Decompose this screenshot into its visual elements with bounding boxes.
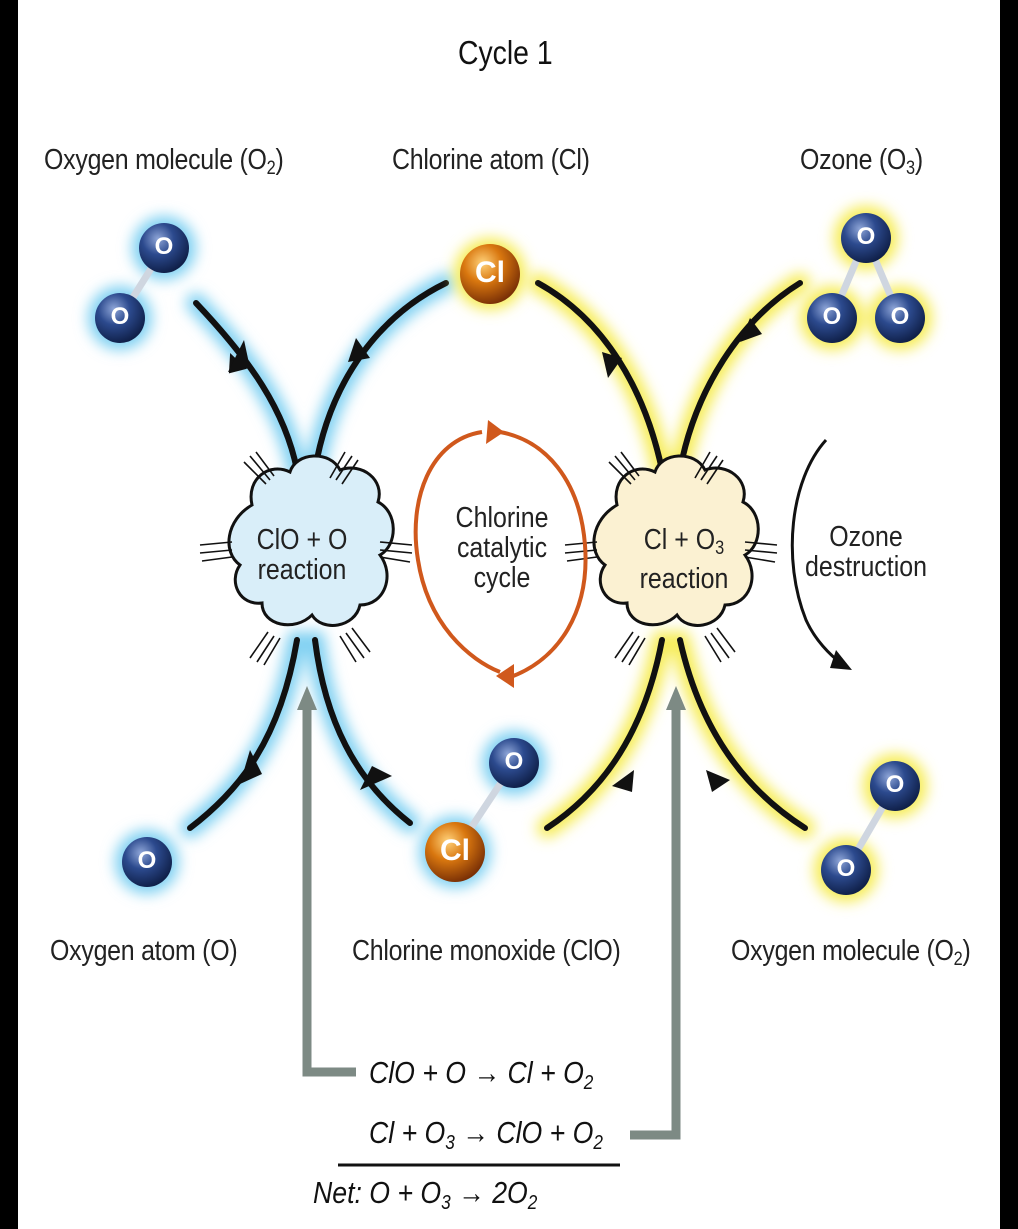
- label-chlorine-atom: Chlorine atom (Cl): [392, 144, 590, 176]
- equation-1: ClO + O → Cl + O2: [369, 1055, 594, 1094]
- equation-link-arrows: [297, 686, 686, 1140]
- oxygen-atom-symbol: O: [885, 771, 905, 798]
- diagram-title: Cycle 1: [458, 34, 553, 71]
- atoms: [95, 213, 925, 895]
- chlorine-ozone-reaction-cloud: [592, 454, 760, 627]
- diagram-background: [18, 0, 1000, 1229]
- oxygen-atom-symbol: O: [504, 748, 524, 775]
- ozone-destruction-label: Ozone destruction: [804, 521, 927, 583]
- left-reaction-label: ClO + O reaction: [256, 524, 348, 586]
- chlorine-atom-symbol: Cl: [475, 256, 505, 289]
- oxygen-atom-symbol: O: [856, 223, 876, 250]
- chlorine-atom-symbol: Cl: [440, 834, 470, 867]
- cycle-arrowhead-top: [486, 420, 504, 444]
- equation-2: Cl + O3 → ClO + O2: [369, 1115, 603, 1154]
- label-ozone: Ozone (O3): [800, 144, 923, 179]
- label-oxygen-molecule-bottom: Oxygen molecule (O2): [731, 935, 971, 970]
- catalytic-cycle-label: Chlorine catalytic cycle: [455, 502, 549, 594]
- label-oxygen-atom: Oxygen atom (O): [50, 935, 238, 967]
- catalytic-cycle-arrows: [413, 430, 588, 680]
- oxygen-atom-symbol: O: [836, 855, 856, 882]
- oxygen-atom-symbol: O: [154, 233, 174, 260]
- reaction-burst-lines: [199, 451, 778, 666]
- oxygen-atom-symbol: O: [110, 303, 130, 330]
- net-equation: Net: O + O3 → 2O2: [313, 1175, 538, 1214]
- ozone-destruction-arrowhead: [830, 650, 852, 670]
- label-oxygen-molecule-top: Oxygen molecule (O2): [44, 144, 284, 179]
- oxygen-atom-symbol: O: [890, 303, 910, 330]
- oxygen-atom-symbol: O: [137, 847, 157, 874]
- oxygen-atom-symbol: O: [822, 303, 842, 330]
- cycle-arrowhead-bottom: [496, 664, 514, 688]
- right-reaction-label: Cl + O3 reaction: [639, 524, 729, 595]
- arrowheads: [228, 318, 762, 792]
- ozone-destruction-arrow: [790, 438, 843, 666]
- label-chlorine-monoxide: Chlorine monoxide (ClO): [352, 935, 621, 967]
- clorine-oxygen-reaction-cloud: [227, 454, 395, 627]
